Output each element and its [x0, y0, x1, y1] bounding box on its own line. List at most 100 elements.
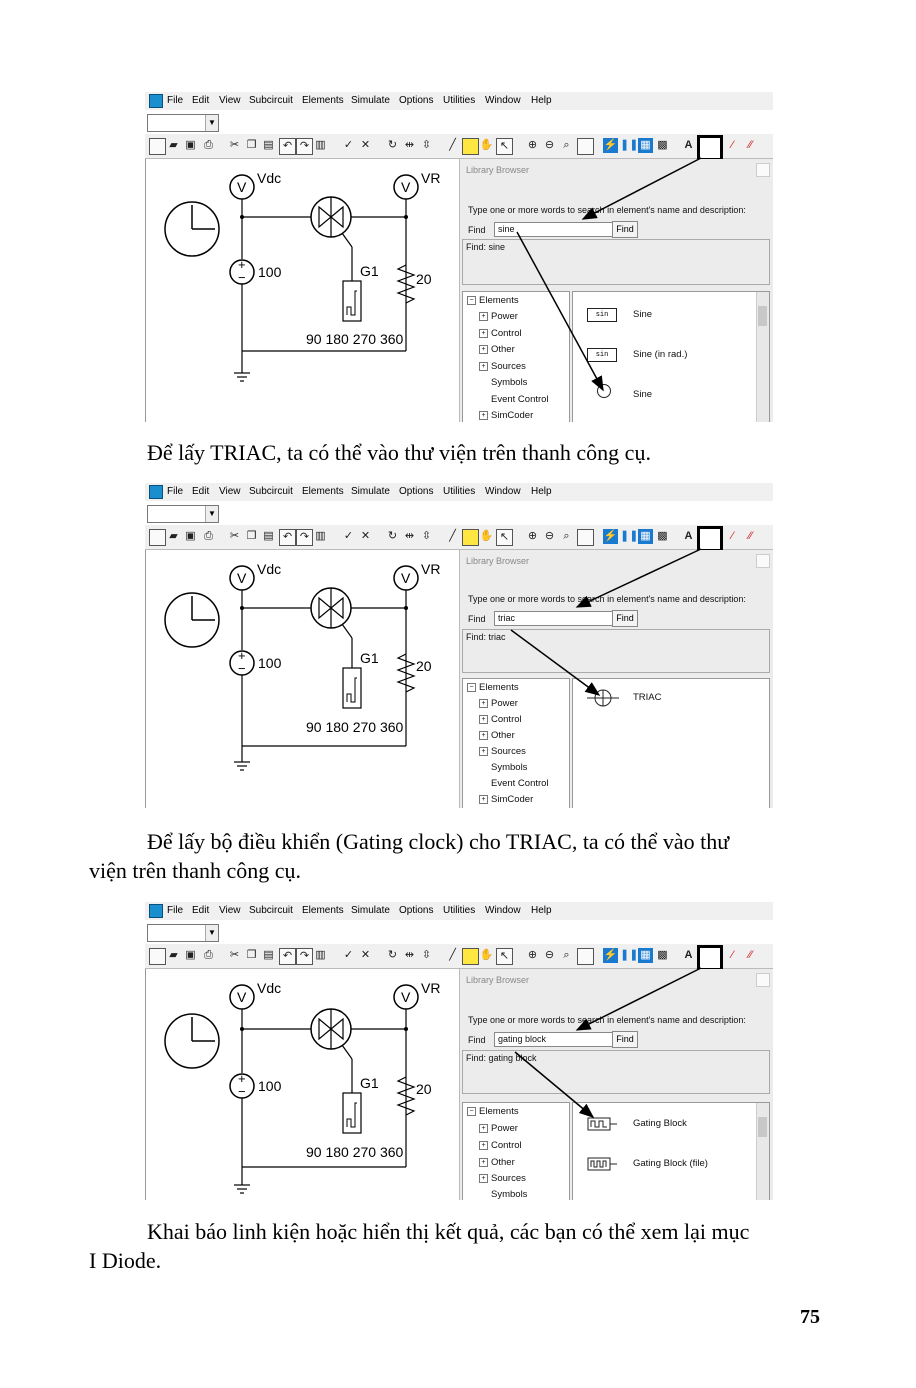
scrollbar[interactable]: [756, 292, 769, 422]
clipboard-icon[interactable]: ▥: [315, 139, 326, 151]
cut-icon[interactable]: ✂: [229, 530, 240, 542]
menu-file[interactable]: File: [167, 95, 184, 106]
copy-icon[interactable]: ❐: [246, 949, 257, 961]
paste-icon[interactable]: ▤: [263, 139, 274, 151]
tree-item-power[interactable]: +Power: [479, 311, 518, 322]
page-icon[interactable]: [577, 948, 594, 965]
flip-vertical-icon[interactable]: ⇳: [421, 949, 432, 961]
menu-subcircuit[interactable]: Subcircuit: [249, 905, 293, 916]
menu-elements[interactable]: Elements: [302, 486, 344, 497]
library-browser-button[interactable]: [697, 135, 723, 161]
chevron-down-icon[interactable]: ▼: [205, 115, 218, 131]
zoom-out-icon[interactable]: ⊖: [544, 949, 555, 961]
close-icon[interactable]: [756, 973, 770, 987]
find-button[interactable]: Find: [612, 610, 638, 627]
search-input[interactable]: sine: [494, 222, 613, 237]
zoom-combo[interactable]: ▼: [147, 114, 219, 132]
voltage-probe-icon[interactable]: ⁄: [731, 949, 734, 961]
triac-icon[interactable]: [585, 687, 621, 709]
pause-icon[interactable]: ❚❚: [620, 139, 639, 151]
zoom-in-icon[interactable]: ⊕: [527, 139, 538, 151]
tree-item-sources[interactable]: +Sources: [479, 361, 526, 372]
new-file-icon[interactable]: [149, 138, 166, 155]
save-icon[interactable]: ▣: [185, 139, 196, 151]
element-gating-block-file[interactable]: Gating Block (file): [633, 1158, 708, 1169]
tree-item-simcoder[interactable]: +SimCoder: [479, 410, 533, 421]
zoom-in-icon[interactable]: ⊕: [527, 530, 538, 542]
select-pointer-icon[interactable]: ↖: [496, 529, 513, 546]
redo-icon[interactable]: ↷: [296, 138, 313, 155]
zoom-fit-icon[interactable]: ⌕: [563, 949, 570, 961]
flip-horizontal-icon[interactable]: ⇹: [404, 949, 415, 961]
sine-voltage-source-icon[interactable]: [597, 384, 611, 398]
run-simulation-icon[interactable]: ⚡: [603, 948, 618, 963]
chevron-down-icon[interactable]: ▼: [205, 925, 218, 941]
search-input[interactable]: triac: [494, 611, 613, 626]
tree-item-elements[interactable]: −Elements: [467, 295, 519, 306]
rotate-icon[interactable]: ↻: [387, 949, 398, 961]
rotate-icon[interactable]: ↻: [387, 530, 398, 542]
element-sine-rad[interactable]: Sine (in rad.): [633, 349, 688, 360]
tree-item-control[interactable]: +Control: [479, 1140, 522, 1151]
pause-icon[interactable]: ❚❚: [620, 949, 639, 961]
element-sine[interactable]: Sine: [633, 309, 653, 320]
menu-utilities[interactable]: Utilities: [443, 95, 476, 106]
schematic-canvas[interactable]: V Vdc V VR G1 90 180 270 360 +− 100 20: [145, 969, 460, 1200]
current-probe-icon[interactable]: ⁄⁄: [748, 530, 753, 542]
copy-icon[interactable]: ❐: [246, 139, 257, 151]
menu-file[interactable]: File: [167, 486, 184, 497]
open-folder-icon[interactable]: ▰: [169, 139, 178, 151]
flip-horizontal-icon[interactable]: ⇹: [404, 530, 415, 542]
open-folder-icon[interactable]: ▰: [169, 949, 178, 961]
pan-hand-icon[interactable]: ✋: [479, 139, 494, 151]
page-icon[interactable]: [577, 138, 594, 155]
tree-item-simcoder[interactable]: +SimCoder: [479, 794, 533, 805]
flip-vertical-icon[interactable]: ⇳: [421, 139, 432, 151]
label-icon[interactable]: [462, 529, 479, 546]
sine-rad-icon[interactable]: sin: [587, 348, 617, 362]
zoom-out-icon[interactable]: ⊖: [544, 139, 555, 151]
clipboard-icon[interactable]: ▥: [315, 530, 326, 542]
tree-item-other[interactable]: +Other: [479, 1157, 515, 1168]
zoom-out-icon[interactable]: ⊖: [544, 530, 555, 542]
open-folder-icon[interactable]: ▰: [169, 530, 178, 542]
element-sine-source[interactable]: Sine: [633, 389, 653, 400]
zoom-combo[interactable]: ▼: [147, 924, 219, 942]
search-input[interactable]: gating block: [494, 1032, 613, 1047]
undo-icon[interactable]: ↶: [279, 529, 296, 546]
label-icon[interactable]: [462, 948, 479, 965]
select-pointer-icon[interactable]: ↖: [496, 948, 513, 965]
cut-icon[interactable]: ✂: [229, 139, 240, 151]
zoom-fit-icon[interactable]: ⌕: [563, 530, 570, 542]
tree-item-sources[interactable]: +Sources: [479, 1173, 526, 1184]
menu-utilities[interactable]: Utilities: [443, 486, 476, 497]
chevron-down-icon[interactable]: ▼: [205, 506, 218, 522]
gating-block-icon[interactable]: [587, 1117, 617, 1131]
tree-item-symbols[interactable]: Symbols: [491, 762, 528, 773]
flip-vertical-icon[interactable]: ⇳: [421, 530, 432, 542]
find-button[interactable]: Find: [612, 221, 638, 238]
redo-icon[interactable]: ↷: [296, 529, 313, 546]
menu-simulate[interactable]: Simulate: [351, 486, 390, 497]
menu-view[interactable]: View: [219, 486, 241, 497]
menu-options[interactable]: Options: [399, 95, 434, 106]
menu-options[interactable]: Options: [399, 486, 434, 497]
zoom-combo[interactable]: ▼: [147, 505, 219, 523]
menu-utilities[interactable]: Utilities: [443, 905, 476, 916]
voltage-probe-icon[interactable]: ⁄: [731, 530, 734, 542]
check-icon[interactable]: ✓: [343, 530, 354, 542]
tree-item-other[interactable]: +Other: [479, 344, 515, 355]
menu-edit[interactable]: Edit: [192, 95, 210, 106]
menu-help[interactable]: Help: [531, 486, 552, 497]
menu-help[interactable]: Help: [531, 95, 552, 106]
tree-item-control[interactable]: +Control: [479, 328, 522, 339]
undo-icon[interactable]: ↶: [279, 138, 296, 155]
menu-elements[interactable]: Elements: [302, 905, 344, 916]
menu-view[interactable]: View: [219, 905, 241, 916]
menu-help[interactable]: Help: [531, 905, 552, 916]
zoom-fit-icon[interactable]: ⌕: [563, 139, 570, 151]
clipboard-icon[interactable]: ▥: [315, 949, 326, 961]
simview-icon[interactable]: ▦: [638, 529, 653, 544]
copy-icon[interactable]: ❐: [246, 530, 257, 542]
text-icon[interactable]: A: [684, 530, 693, 542]
